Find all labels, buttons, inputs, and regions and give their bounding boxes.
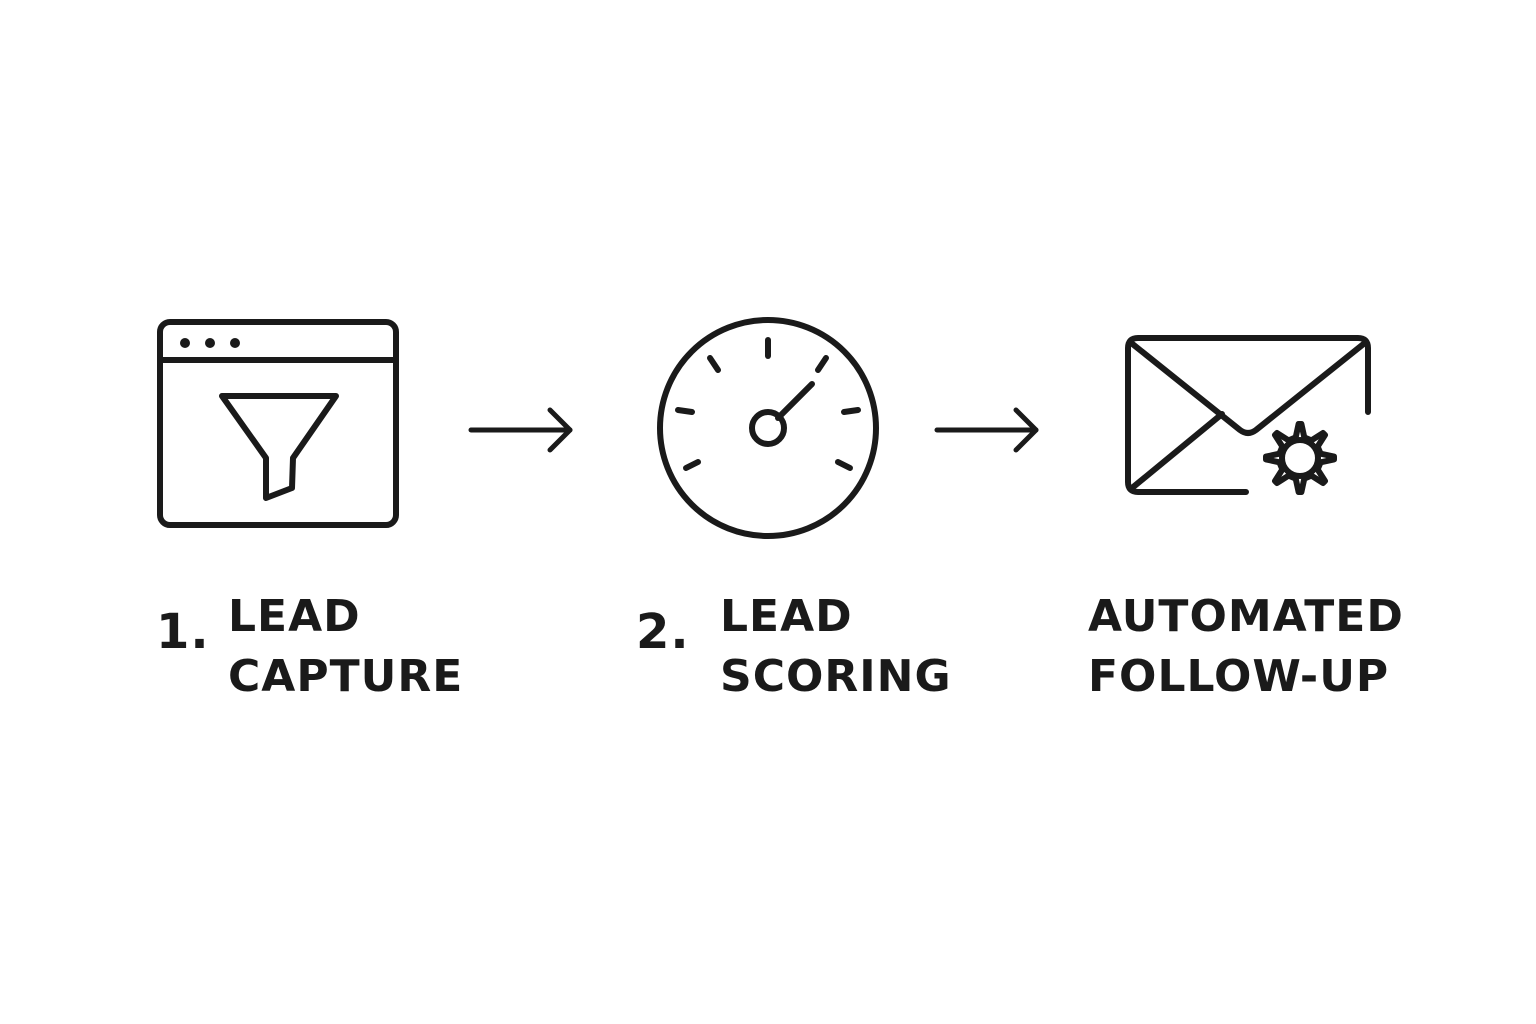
step-label-line: LEAD (228, 591, 361, 642)
arrow-right-icon (934, 407, 1039, 453)
browser-funnel-icon (157, 319, 399, 528)
gear-icon (1263, 421, 1337, 495)
arrow-right-icon (468, 407, 573, 453)
step-label-line: SCORING (720, 651, 952, 702)
step-label: AUTOMATED FOLLOW-UP (1088, 587, 1404, 707)
step-number: 2. (636, 604, 690, 660)
step-label-line: CAPTURE (228, 651, 464, 702)
step-number: 1. (156, 604, 210, 660)
gauge-icon (657, 317, 879, 539)
step-label-line: FOLLOW-UP (1088, 651, 1390, 702)
step-label-line: LEAD (720, 591, 853, 642)
step-label-line: AUTOMATED (1088, 591, 1404, 642)
step-label: LEAD SCORING (720, 587, 952, 707)
step-label: LEAD CAPTURE (228, 587, 463, 707)
envelope-gear-icon (1125, 335, 1371, 495)
